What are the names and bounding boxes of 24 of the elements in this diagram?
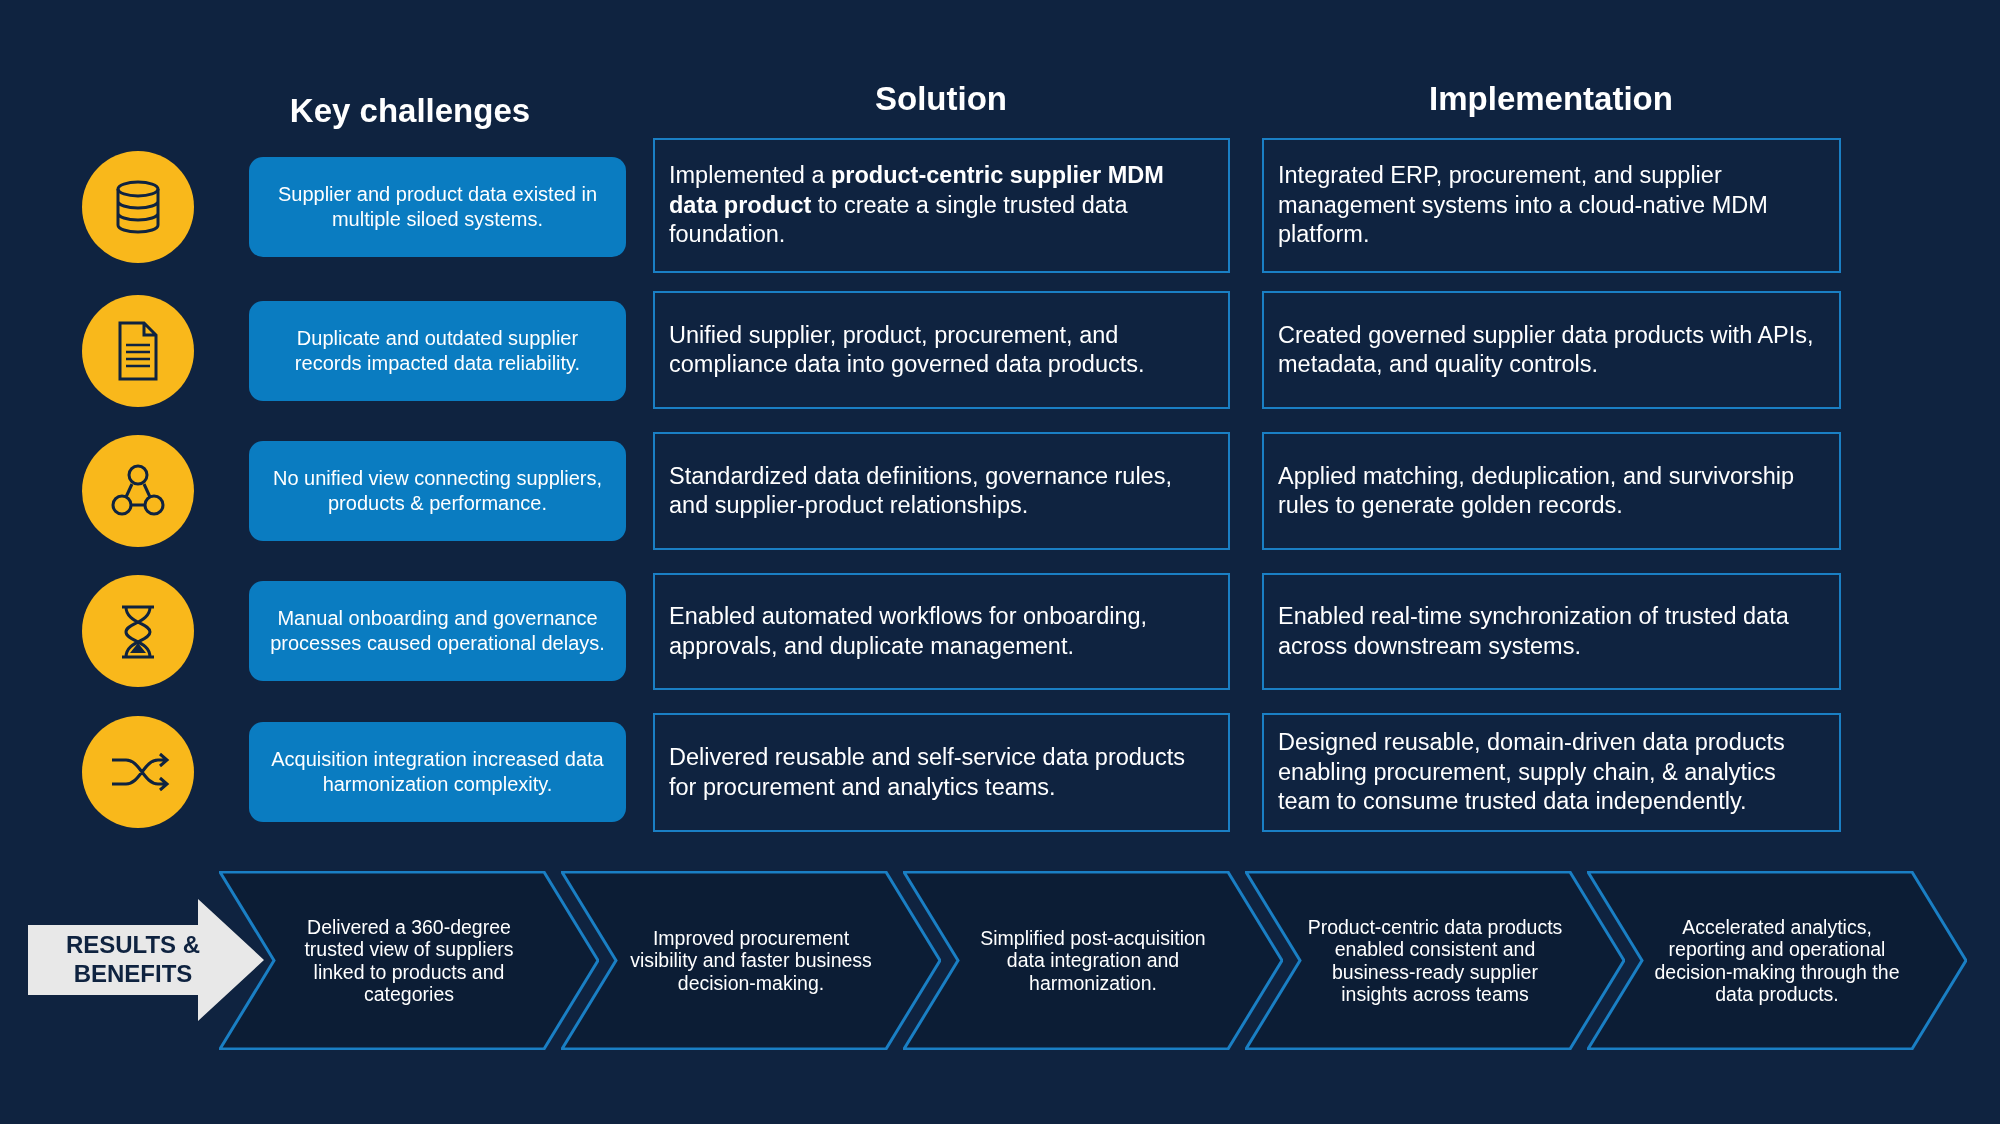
text-box: Standardized data definitions, governance rules, and supplier-product relationships. [653,432,1230,550]
challenge-box: No unified view connecting suppliers, products & performance. [249,441,626,541]
challenge-box: Acquisition integration increased data harmonization complexity. [249,722,626,822]
column-heading: Solution [874,80,1008,118]
text-box: Enabled automated workflows for onboarding, approvals, and duplicate management. [653,573,1230,690]
text-box: Enabled real-time synchronization of trusted data across downstream systems. [1262,573,1841,690]
challenge-box: Manual onboarding and governance processes caused operational delays. [249,581,626,681]
challenge-box: Duplicate and outdated supplier records impacted data reliability. [249,301,626,401]
challenge-box: Supplier and product data existed in multiple siloed systems. [249,157,626,257]
column-heading: Key challenges [288,92,532,130]
chevron-step: Improved procurement visibility and faster business decision-making. [561,871,941,1050]
chevron-step: Delivered a 360-degree trusted view of suppliers linked to products and categories [219,871,599,1050]
chevron-step: Simplified post-acquisition data integration and harmonization. [903,871,1283,1050]
text-box: Designed reusable, domain-driven data products enabling procurement, supply chain, & analytics team to consume trusted data independently. [1262,713,1841,832]
chevron-step: Product-centric data products enabled consistent and business-ready supplier insights across teams [1245,871,1625,1050]
text-box: Unified supplier, product, procurement, and compliance data into governed data products. [653,291,1230,409]
text-box: Integrated ERP, procurement, and supplier management systems into a cloud-native MDM platform. [1262,138,1841,273]
text-box: Implemented a product-centric supplier MDM data product to create a single trusted data foundation. [653,138,1230,273]
column-heading: Implementation [1428,80,1674,118]
chevron-step: Accelerated analytics, reporting and operational decision-making through the data products. [1587,871,1967,1050]
text-box: Created governed supplier data products with APIs, metadata, and quality controls. [1262,291,1841,409]
text-box: Delivered reusable and self-service data products for procurement and analytics teams. [653,713,1230,832]
results-arrow: RESULTS & BENEFITS [28,899,264,1021]
text-box: Applied matching, deduplication, and survivorship rules to generate golden records. [1262,432,1841,550]
